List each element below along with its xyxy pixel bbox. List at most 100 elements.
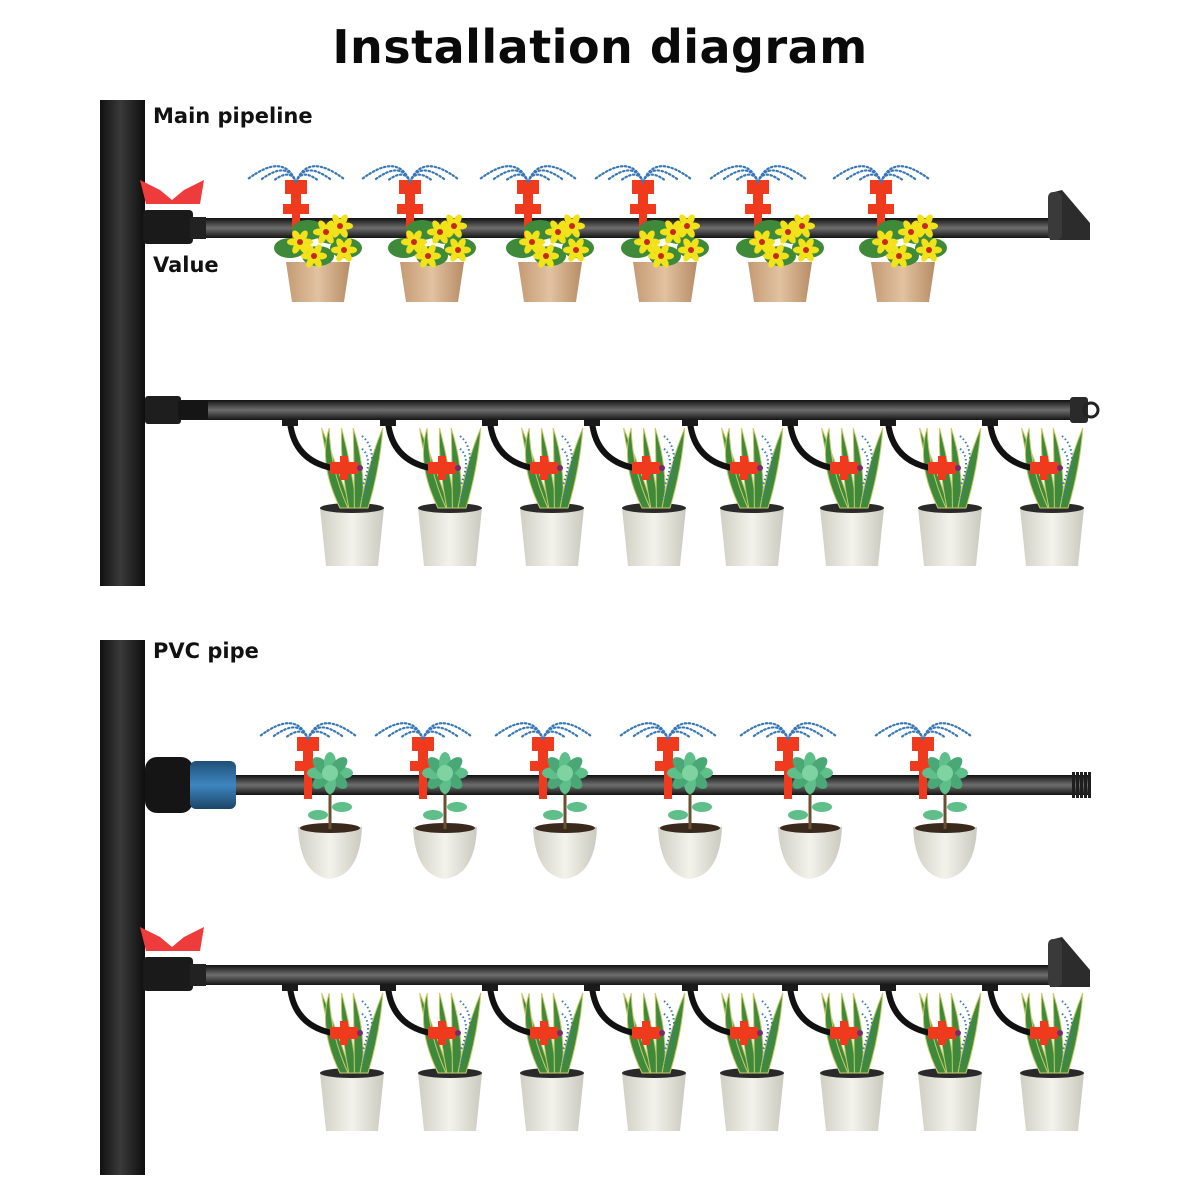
terracotta-pot (633, 262, 697, 302)
drip-tube (589, 984, 637, 1036)
flower-pot-plant (859, 214, 947, 302)
flower-center (337, 223, 343, 229)
stem (688, 785, 692, 829)
emitter-nozzle (557, 465, 563, 471)
micro-sprinkler (295, 737, 321, 799)
flower-center (543, 253, 549, 259)
water-spray (361, 1000, 373, 1066)
thread (1076, 772, 1079, 798)
petal (761, 242, 770, 254)
drip-emitter (830, 456, 858, 480)
spray-arc (459, 1013, 467, 1053)
white-bowl-pot (913, 827, 977, 879)
white-pot (1020, 508, 1084, 566)
water-spray (561, 1000, 573, 1066)
petal (801, 214, 810, 226)
white-pot (520, 1073, 584, 1131)
emitter-nozzle (357, 465, 363, 471)
leaf (423, 810, 443, 820)
petal (660, 244, 669, 256)
micro-sprinkler (655, 737, 681, 799)
terracotta-pot (518, 262, 582, 302)
white-pot (820, 508, 884, 566)
succulent-pot-plant (413, 752, 477, 879)
leaf (457, 427, 482, 509)
snake-plant-hanging (682, 984, 784, 1131)
vertical-main-pipe-top (100, 100, 145, 586)
petal (432, 220, 441, 232)
petal (339, 226, 348, 238)
flower-center (759, 239, 765, 245)
leaf (759, 992, 784, 1074)
petal (653, 244, 662, 256)
thread (1088, 772, 1091, 798)
spray-arc (361, 1013, 369, 1053)
micro-sprinkler (868, 180, 894, 242)
spray-arc-left (478, 165, 530, 184)
leaf (661, 427, 686, 509)
water-spray (663, 1000, 675, 1066)
flower-center (882, 239, 888, 245)
spray-arc (861, 1013, 869, 1053)
snake-plant-hanging (584, 419, 686, 566)
flower-center (529, 239, 535, 245)
snake-plant-hanging (782, 984, 884, 1131)
leaf (1059, 427, 1084, 509)
vertical-main-pipe-bottom (100, 640, 145, 1175)
succulent-pot-plant (298, 752, 362, 879)
petal (531, 242, 540, 254)
spray-arc (361, 448, 369, 488)
drip-tube (385, 984, 433, 1036)
snake-plant-hanging (982, 419, 1084, 566)
spray-arc (663, 435, 675, 501)
leaf (359, 992, 384, 1074)
plug-body (1070, 397, 1088, 423)
succulent-pot-plant (778, 752, 842, 879)
rosette-center (682, 765, 698, 781)
flower-center (688, 247, 694, 253)
tube-tee (282, 984, 298, 991)
petal (686, 226, 695, 238)
white-pot (622, 1073, 686, 1131)
spray-arc-left (873, 722, 925, 741)
valve-nut (190, 217, 206, 239)
valve-body (143, 957, 193, 991)
spray-arc (1061, 1000, 1073, 1066)
flower-center (411, 239, 417, 245)
flower-center (908, 229, 914, 235)
leaf (759, 427, 784, 509)
snake-plant-hanging (982, 984, 1084, 1131)
petal (306, 244, 315, 256)
spray-arc (1061, 448, 1069, 488)
drip-emitter (632, 1021, 660, 1045)
water-spray (561, 435, 573, 501)
snake-plant-hanging (682, 419, 784, 566)
petal (575, 238, 584, 250)
petal (683, 238, 692, 250)
snake-plant-hanging (880, 984, 982, 1131)
end-cap (1048, 937, 1090, 987)
rosette-center (802, 765, 818, 781)
white-bowl-pot (533, 827, 597, 879)
leaf (457, 992, 482, 1074)
petal (545, 244, 554, 256)
tube-tee (380, 984, 396, 991)
emitter-nozzle (757, 465, 763, 471)
flower-center (555, 229, 561, 235)
stem (328, 785, 332, 829)
petal (332, 214, 341, 226)
leaf (812, 802, 832, 812)
spray-arc (459, 448, 467, 488)
horizontal-pipe (145, 218, 1060, 238)
petal (538, 244, 547, 256)
sprinkler-body (868, 180, 894, 242)
flower-center (896, 253, 902, 259)
leaf (668, 810, 688, 820)
tube-tee (782, 419, 798, 426)
petal (884, 230, 893, 242)
petal (292, 230, 301, 242)
leaf (308, 810, 328, 820)
water-spray (959, 1000, 971, 1066)
water-spray (761, 435, 773, 501)
sprinkler-body (397, 180, 423, 242)
